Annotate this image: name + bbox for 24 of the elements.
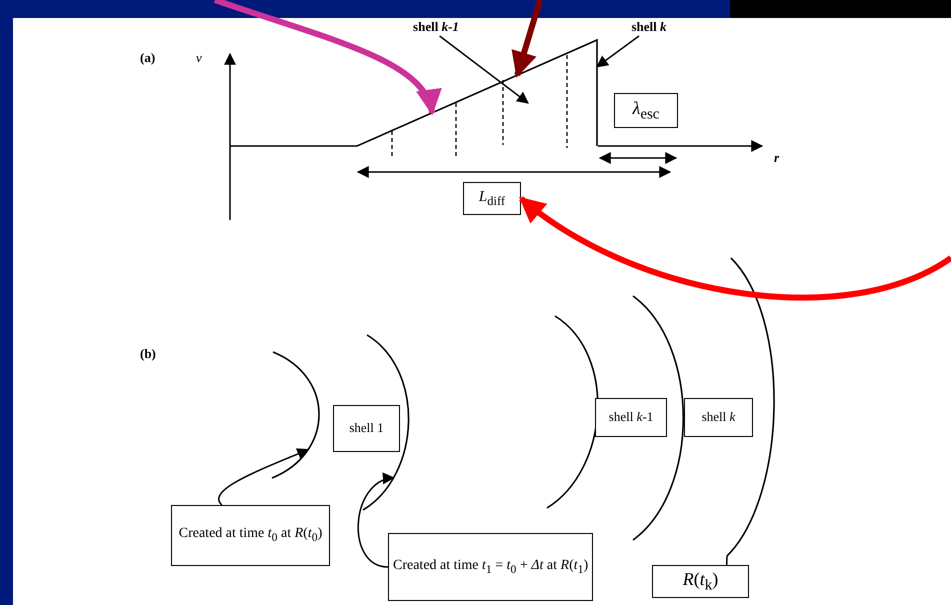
label-box: R(t$_{k}$) [652, 565, 749, 598]
arrow [512, 0, 543, 78]
arrow [518, 196, 951, 300]
label-box: shell k-1 [595, 398, 667, 437]
velocity-profile-drawing [230, 38, 598, 158]
label-box: Created at time t$_{0}$ at R(t$_{0}$) [171, 505, 330, 566]
label-box: shell 1 [333, 405, 400, 452]
shell-arc [632, 295, 684, 541]
shell-arc [726, 258, 775, 556]
leader-line [439, 35, 529, 104]
callout-text: shell k-1 [400, 18, 472, 36]
label-box: Created at time t$_{1}$ = t$_{0}$ + Δt at R(t$_{1}$) [388, 533, 594, 601]
leader-line [596, 35, 640, 68]
panel-label: (a) [140, 50, 156, 66]
axis-label: ν [196, 50, 202, 66]
panel-label: (b) [140, 346, 156, 362]
shell-arc [272, 351, 320, 479]
connector-line [726, 556, 728, 566]
label-box: λ$_{esc}$ [614, 93, 678, 128]
callout-text: shell k [624, 18, 674, 36]
label-box: L$_{diff}$ [463, 182, 521, 215]
axis-label: r [774, 150, 780, 166]
arrow [358, 474, 395, 568]
label-box: shell k [684, 398, 753, 437]
